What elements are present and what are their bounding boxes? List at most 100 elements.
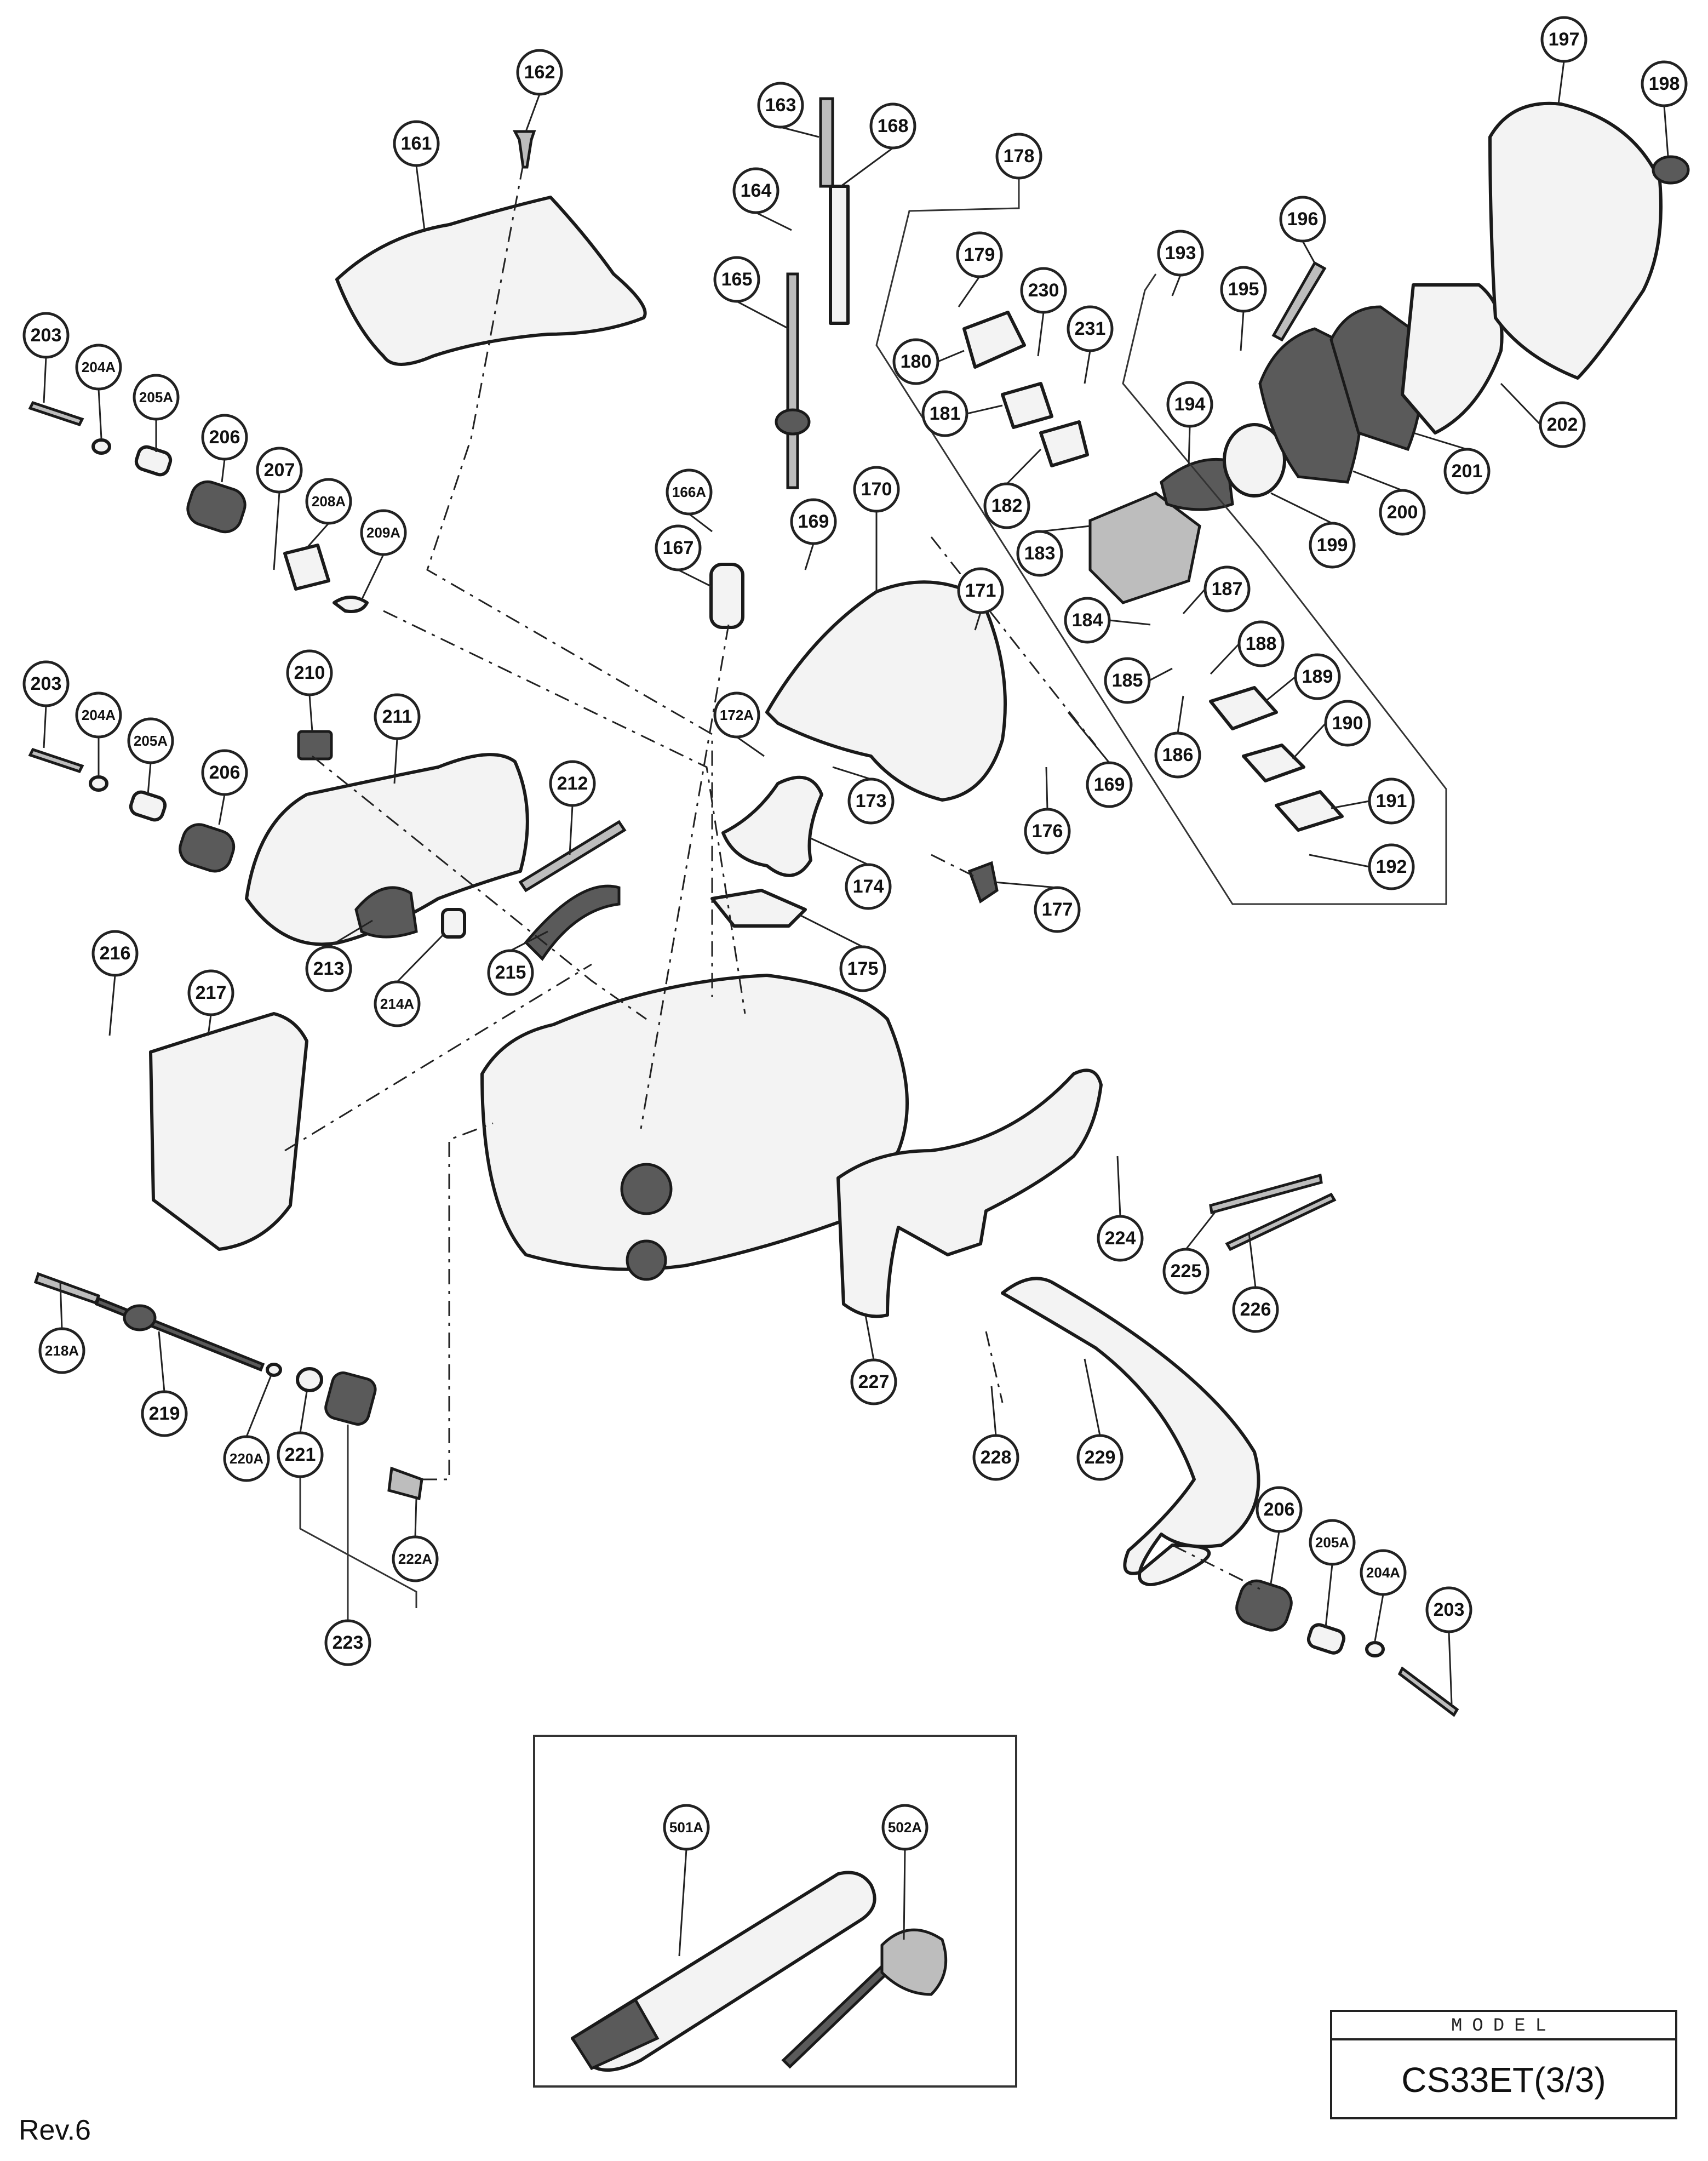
callout-circle <box>892 338 939 385</box>
callout-label: 210 <box>294 662 325 683</box>
callout-label: 194 <box>1174 394 1206 415</box>
callout-label: 166A <box>672 484 706 500</box>
callout-label: 171 <box>965 580 996 601</box>
bolt-part <box>1271 261 1327 342</box>
callout-circle <box>374 693 421 740</box>
knob-part <box>1652 155 1690 185</box>
callout-label: 198 <box>1649 73 1680 94</box>
callout-205A: 205A <box>133 374 180 421</box>
collar-part <box>129 790 167 822</box>
cable-part <box>1225 1192 1337 1251</box>
callout-circle <box>1309 1519 1356 1566</box>
callout-circle <box>1220 266 1267 313</box>
callout-circle <box>1425 1586 1472 1633</box>
callout-circle <box>839 945 886 992</box>
callout-166A: 166A <box>666 468 713 516</box>
callout-204A: 204A <box>1360 1549 1407 1596</box>
callout-circle <box>324 1619 371 1666</box>
callout-502A: 502A <box>881 1804 928 1851</box>
callout-circle <box>1154 731 1201 779</box>
callout-label: 212 <box>557 773 588 794</box>
callout-circle <box>1232 1286 1279 1333</box>
callout-200: 200 <box>1379 489 1426 536</box>
callout-circle <box>187 969 234 1016</box>
callout-204A: 204A <box>75 344 122 391</box>
callout-181: 181 <box>921 390 968 437</box>
callout-circle <box>1540 16 1587 63</box>
filter-part <box>324 1371 377 1426</box>
callout-circle <box>1641 60 1688 107</box>
callout-circle <box>91 930 139 977</box>
callout-circle <box>549 760 596 807</box>
callout-circle <box>1097 1215 1144 1262</box>
callout-circle <box>201 749 248 796</box>
callout-label: 230 <box>1028 280 1059 301</box>
callout-circle <box>1324 700 1371 747</box>
callout-circle <box>790 498 837 545</box>
callout-label: 195 <box>1228 279 1259 300</box>
cable-part <box>1209 1173 1323 1215</box>
callout-circle <box>850 1358 897 1405</box>
callout-label: 200 <box>1387 502 1418 523</box>
callout-207: 207 <box>256 447 303 494</box>
callout-circle <box>127 717 174 764</box>
callout-label: 178 <box>1004 146 1035 167</box>
washer-part <box>91 438 111 455</box>
callout-208A: 208A <box>305 478 352 525</box>
callout-206: 206 <box>1256 1486 1303 1533</box>
callout-circle <box>305 945 352 992</box>
trigger-part <box>354 886 418 939</box>
callout-210: 210 <box>286 649 333 696</box>
callout-206: 206 <box>201 414 248 461</box>
callout-215: 215 <box>487 949 534 996</box>
callout-label: 208A <box>312 493 346 510</box>
callout-label: 219 <box>149 1403 180 1424</box>
callout-176: 176 <box>1024 808 1071 855</box>
callout-label: 229 <box>1085 1447 1116 1468</box>
callout-circle <box>732 167 780 214</box>
callout-label: 179 <box>964 244 995 265</box>
callout-223: 223 <box>324 1619 371 1666</box>
callout-circle <box>1076 1434 1124 1481</box>
callout-label: 221 <box>285 1444 316 1465</box>
plate-part <box>1039 420 1089 467</box>
callout-label: 213 <box>313 958 345 979</box>
callout-229: 229 <box>1076 1434 1124 1481</box>
callout-228: 228 <box>972 1434 1019 1481</box>
callout-label: 190 <box>1332 713 1363 734</box>
collar-part <box>134 445 173 477</box>
callout-191: 191 <box>1368 777 1415 825</box>
callout-circle <box>1294 653 1341 700</box>
callout-203: 203 <box>22 312 70 359</box>
callout-label: 226 <box>1240 1299 1271 1320</box>
callout-circle <box>1203 565 1251 613</box>
callout-169: 169 <box>1086 761 1133 808</box>
callout-203: 203 <box>1425 1586 1472 1633</box>
callout-205A: 205A <box>1309 1519 1356 1566</box>
callout-226: 226 <box>1232 1286 1279 1333</box>
collar-part <box>1306 1623 1346 1655</box>
callout-label: 225 <box>1171 1261 1202 1282</box>
part-callouts: 162161163168164165166A167169170171172A17… <box>22 16 1688 1851</box>
callout-circle <box>995 133 1042 180</box>
callout-label: 186 <box>1162 745 1194 765</box>
callout-circle <box>1256 1486 1303 1533</box>
callout-label: 161 <box>401 133 432 154</box>
group-outlines <box>299 178 1447 2088</box>
callout-label: 188 <box>1246 633 1277 654</box>
diaphragm-part <box>1209 686 1278 730</box>
callout-164: 164 <box>732 167 780 214</box>
callout-label: 182 <box>991 495 1023 516</box>
callout-circle <box>1104 657 1151 704</box>
callout-circle <box>38 1327 85 1374</box>
callout-label: 169 <box>1094 774 1125 795</box>
callout-label: 502A <box>888 1819 922 1836</box>
callout-label: 204A <box>82 707 116 723</box>
callout-circle <box>956 231 1003 278</box>
callout-227: 227 <box>850 1358 897 1405</box>
callout-label: 163 <box>765 95 796 116</box>
screw-part <box>28 747 84 774</box>
callout-label: 224 <box>1105 1228 1136 1249</box>
grommet-part <box>775 408 811 436</box>
socket-part <box>880 1928 948 1996</box>
